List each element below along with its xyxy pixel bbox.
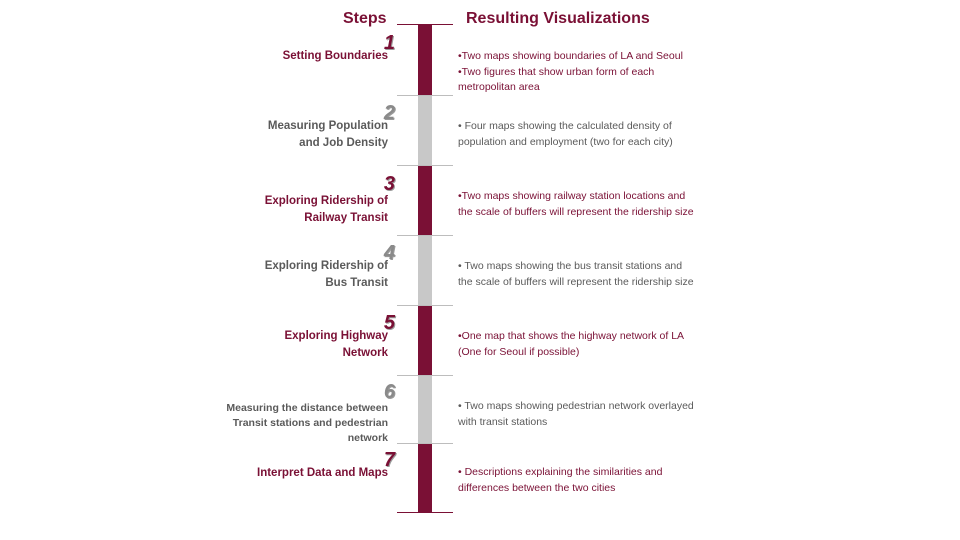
step-description-1: •Two maps showing boundaries of LA and S…	[458, 50, 683, 93]
step-number-1: 1	[383, 32, 395, 54]
timeline-segment-2	[418, 96, 432, 165]
step-description-5: •One map that shows the highway network …	[458, 330, 685, 358]
timeline-segment-1	[418, 24, 432, 95]
timeline-segment-3	[418, 166, 432, 235]
step-label-7: Interpret Data and Maps	[257, 467, 388, 479]
step-label-6: Measuring the distance between Transit s…	[226, 402, 388, 444]
step-separator	[397, 443, 453, 444]
step-label-4: Exploring Ridership of Bus Transit	[264, 260, 388, 289]
step-number-2: 2	[383, 102, 395, 124]
step-description-7: • Descriptions explaining the similariti…	[458, 466, 663, 494]
step-separator	[397, 235, 453, 236]
step-number-6: 6	[383, 381, 395, 403]
step-description-3: •Two maps showing railway station locati…	[458, 190, 694, 218]
step-number-5: 5	[383, 312, 395, 334]
steps-header: Steps	[343, 10, 387, 27]
step-label-3: Exploring Ridership of Railway Transit	[264, 195, 388, 224]
step-number-3: 3	[383, 173, 395, 195]
timeline-segment-5	[418, 306, 432, 375]
step-description-6: • Two maps showing pedestrian network ov…	[458, 400, 694, 428]
step-description-4: • Two maps showing the bus transit stati…	[458, 260, 694, 288]
step-number-4: 4	[383, 242, 395, 264]
visualizations-header: Resulting Visualizations	[466, 10, 650, 27]
step-label-5: Exploring Highway Network	[284, 330, 388, 359]
step-separator	[397, 305, 453, 306]
timeline-segment-4	[418, 236, 432, 305]
step-number-7: 7	[383, 449, 395, 471]
step-separator	[397, 95, 453, 96]
step-separator	[397, 165, 453, 166]
timeline-bottom-line	[397, 512, 453, 513]
step-separator	[397, 375, 453, 376]
step-description-2: • Four maps showing the calculated densi…	[458, 120, 673, 148]
step-label-1: Setting Boundaries	[282, 50, 388, 62]
timeline-segment-7	[418, 444, 432, 512]
step-label-2: Measuring Population and Job Density	[267, 120, 388, 149]
timeline-segment-6	[418, 376, 432, 443]
